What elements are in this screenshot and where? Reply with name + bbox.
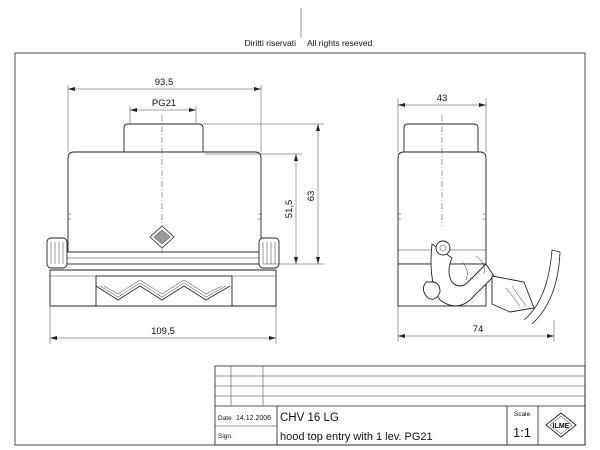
front-pivot-right-icon — [258, 237, 280, 269]
front-grip-plate — [95, 275, 233, 307]
front-hood-body — [67, 151, 262, 253]
dim-arrow-icon — [316, 257, 320, 264]
dim-arrow-icon — [130, 108, 137, 112]
front-grip-zigzag-inner — [99, 282, 227, 298]
side-lever-icon — [423, 240, 495, 307]
dim-arrow-icon — [50, 336, 57, 340]
part-code: CHV 16 LG — [280, 412, 339, 424]
dim-arrow-icon — [254, 87, 261, 91]
dim-arrow-icon — [269, 336, 276, 340]
dim-label-side-base: 74 — [473, 324, 484, 335]
front-pivot-left-icon — [46, 237, 68, 269]
side-hinge-hook-icon — [491, 275, 535, 313]
date-value: 14.12.2006 — [236, 415, 271, 422]
front-view: 93,5 PG21 51,5 63 109,5 — [46, 77, 324, 344]
dim-arrow-icon — [316, 124, 320, 131]
front-entry-boss — [123, 123, 204, 154]
front-grip-zigzag-inner-2 — [103, 279, 223, 295]
side-lever-curve-outer — [531, 251, 561, 325]
rights-it-text: Diritti riservati — [245, 38, 297, 48]
part-description: hood top entry with 1 lev. PG21 — [280, 431, 433, 443]
dim-arrow-icon — [68, 87, 75, 91]
dim-arrow-icon — [479, 103, 486, 107]
logo-text: ILME — [553, 423, 570, 430]
sign-label: Sign. — [218, 433, 233, 440]
side-lever-curve — [523, 249, 553, 321]
side-lever-tip — [551, 249, 561, 253]
dim-arrow-icon — [189, 108, 196, 112]
dim-label-front-top: 93,5 — [155, 77, 174, 88]
dim-arrow-icon — [547, 334, 554, 338]
dim-label-front-base: 109,5 — [151, 326, 175, 337]
dim-arrow-icon — [398, 103, 405, 107]
dim-arrow-icon — [294, 154, 298, 161]
ilme-logo-icon: ILME — [545, 412, 577, 438]
side-view: 43 74 — [397, 93, 561, 342]
title-block: Date 14.12.2006 Sign. CHV 16 LG hood top… — [214, 365, 586, 446]
title-block-frame — [214, 365, 586, 446]
dim-label-front-total-height: 63 — [306, 191, 317, 202]
dim-label-side-top: 43 — [437, 93, 448, 104]
front-grip-zigzag-outer — [95, 285, 231, 301]
scale-value: 1:1 — [513, 425, 531, 440]
scale-label: Scale — [514, 411, 531, 418]
dim-arrow-icon — [398, 334, 405, 338]
rights-en-text: All rights reseved — [307, 38, 372, 48]
dim-arrow-icon — [294, 257, 298, 264]
dim-label-entry: PG21 — [152, 98, 176, 109]
front-logo-diamond-icon — [149, 225, 175, 249]
dim-label-front-inner-height: 51,5 — [284, 200, 295, 219]
date-label: Date — [218, 415, 232, 422]
side-entry-boss — [403, 123, 479, 154]
